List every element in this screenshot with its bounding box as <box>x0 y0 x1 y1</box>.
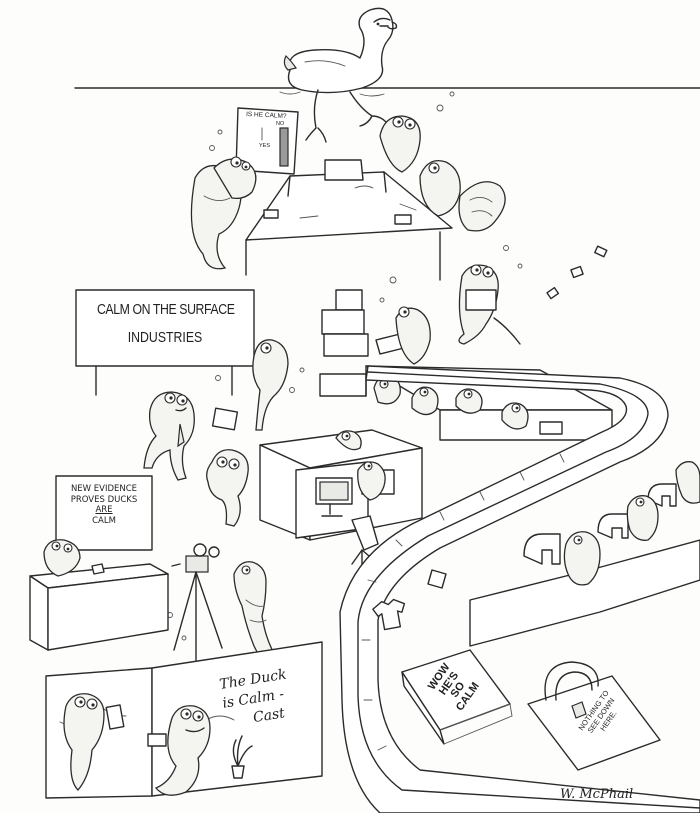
news-sign-line2: PROVES DUCKS <box>70 494 138 505</box>
sewing-row <box>469 483 700 647</box>
tote-bag <box>527 661 661 771</box>
calm-poll-yes-label: YES <box>259 143 271 149</box>
conference-table <box>245 159 453 281</box>
office-cubicles <box>259 429 423 569</box>
news-sign-line1: NEW EVIDENCE <box>70 484 138 494</box>
tshirt-small <box>372 569 447 631</box>
calm-poll-no-label: NO <box>276 121 285 127</box>
floating-papers <box>546 245 608 300</box>
frog-stacking-boxes <box>395 306 431 365</box>
news-sign-line4: CALM <box>92 515 116 526</box>
calm-poll-poster <box>235 107 299 175</box>
company-sign-board <box>75 289 255 396</box>
frog-in-tie <box>143 391 239 481</box>
stacked-boxes <box>319 289 405 397</box>
news-desk <box>29 475 169 651</box>
duck-legs <box>305 89 387 143</box>
camera-tripod <box>171 543 223 661</box>
news-sign-text: NEW EVIDENCE PROVES DUCKS ARE CALM <box>58 484 150 527</box>
news-anchor-frog <box>43 539 81 577</box>
cubicle-frogs <box>206 430 386 527</box>
artist-signature: W. McPhail <box>560 787 634 802</box>
podcast-host-frog <box>63 693 125 791</box>
potted-plant <box>231 735 253 779</box>
company-sign-line2: INDUSTRIES <box>127 329 203 346</box>
water-surface <box>74 87 700 97</box>
frog-carrying-box <box>458 264 521 345</box>
bubbles <box>167 91 523 641</box>
tshirt-box <box>401 649 513 745</box>
frog-at-table-left-2 <box>213 156 257 200</box>
duck <box>283 7 398 94</box>
camera-operator-frog <box>233 561 279 663</box>
frog-at-table-right <box>419 159 506 232</box>
news-sign-line3: ARE <box>95 505 113 516</box>
conveyor-belt <box>339 365 700 813</box>
frog-on-duck-leg <box>379 115 421 173</box>
sewing-frogs <box>563 461 700 586</box>
frog-painting-sign <box>252 339 289 431</box>
company-sign-line1: CALM ON THE SURFACE <box>96 301 235 318</box>
podcast-guest-frog <box>147 705 211 796</box>
